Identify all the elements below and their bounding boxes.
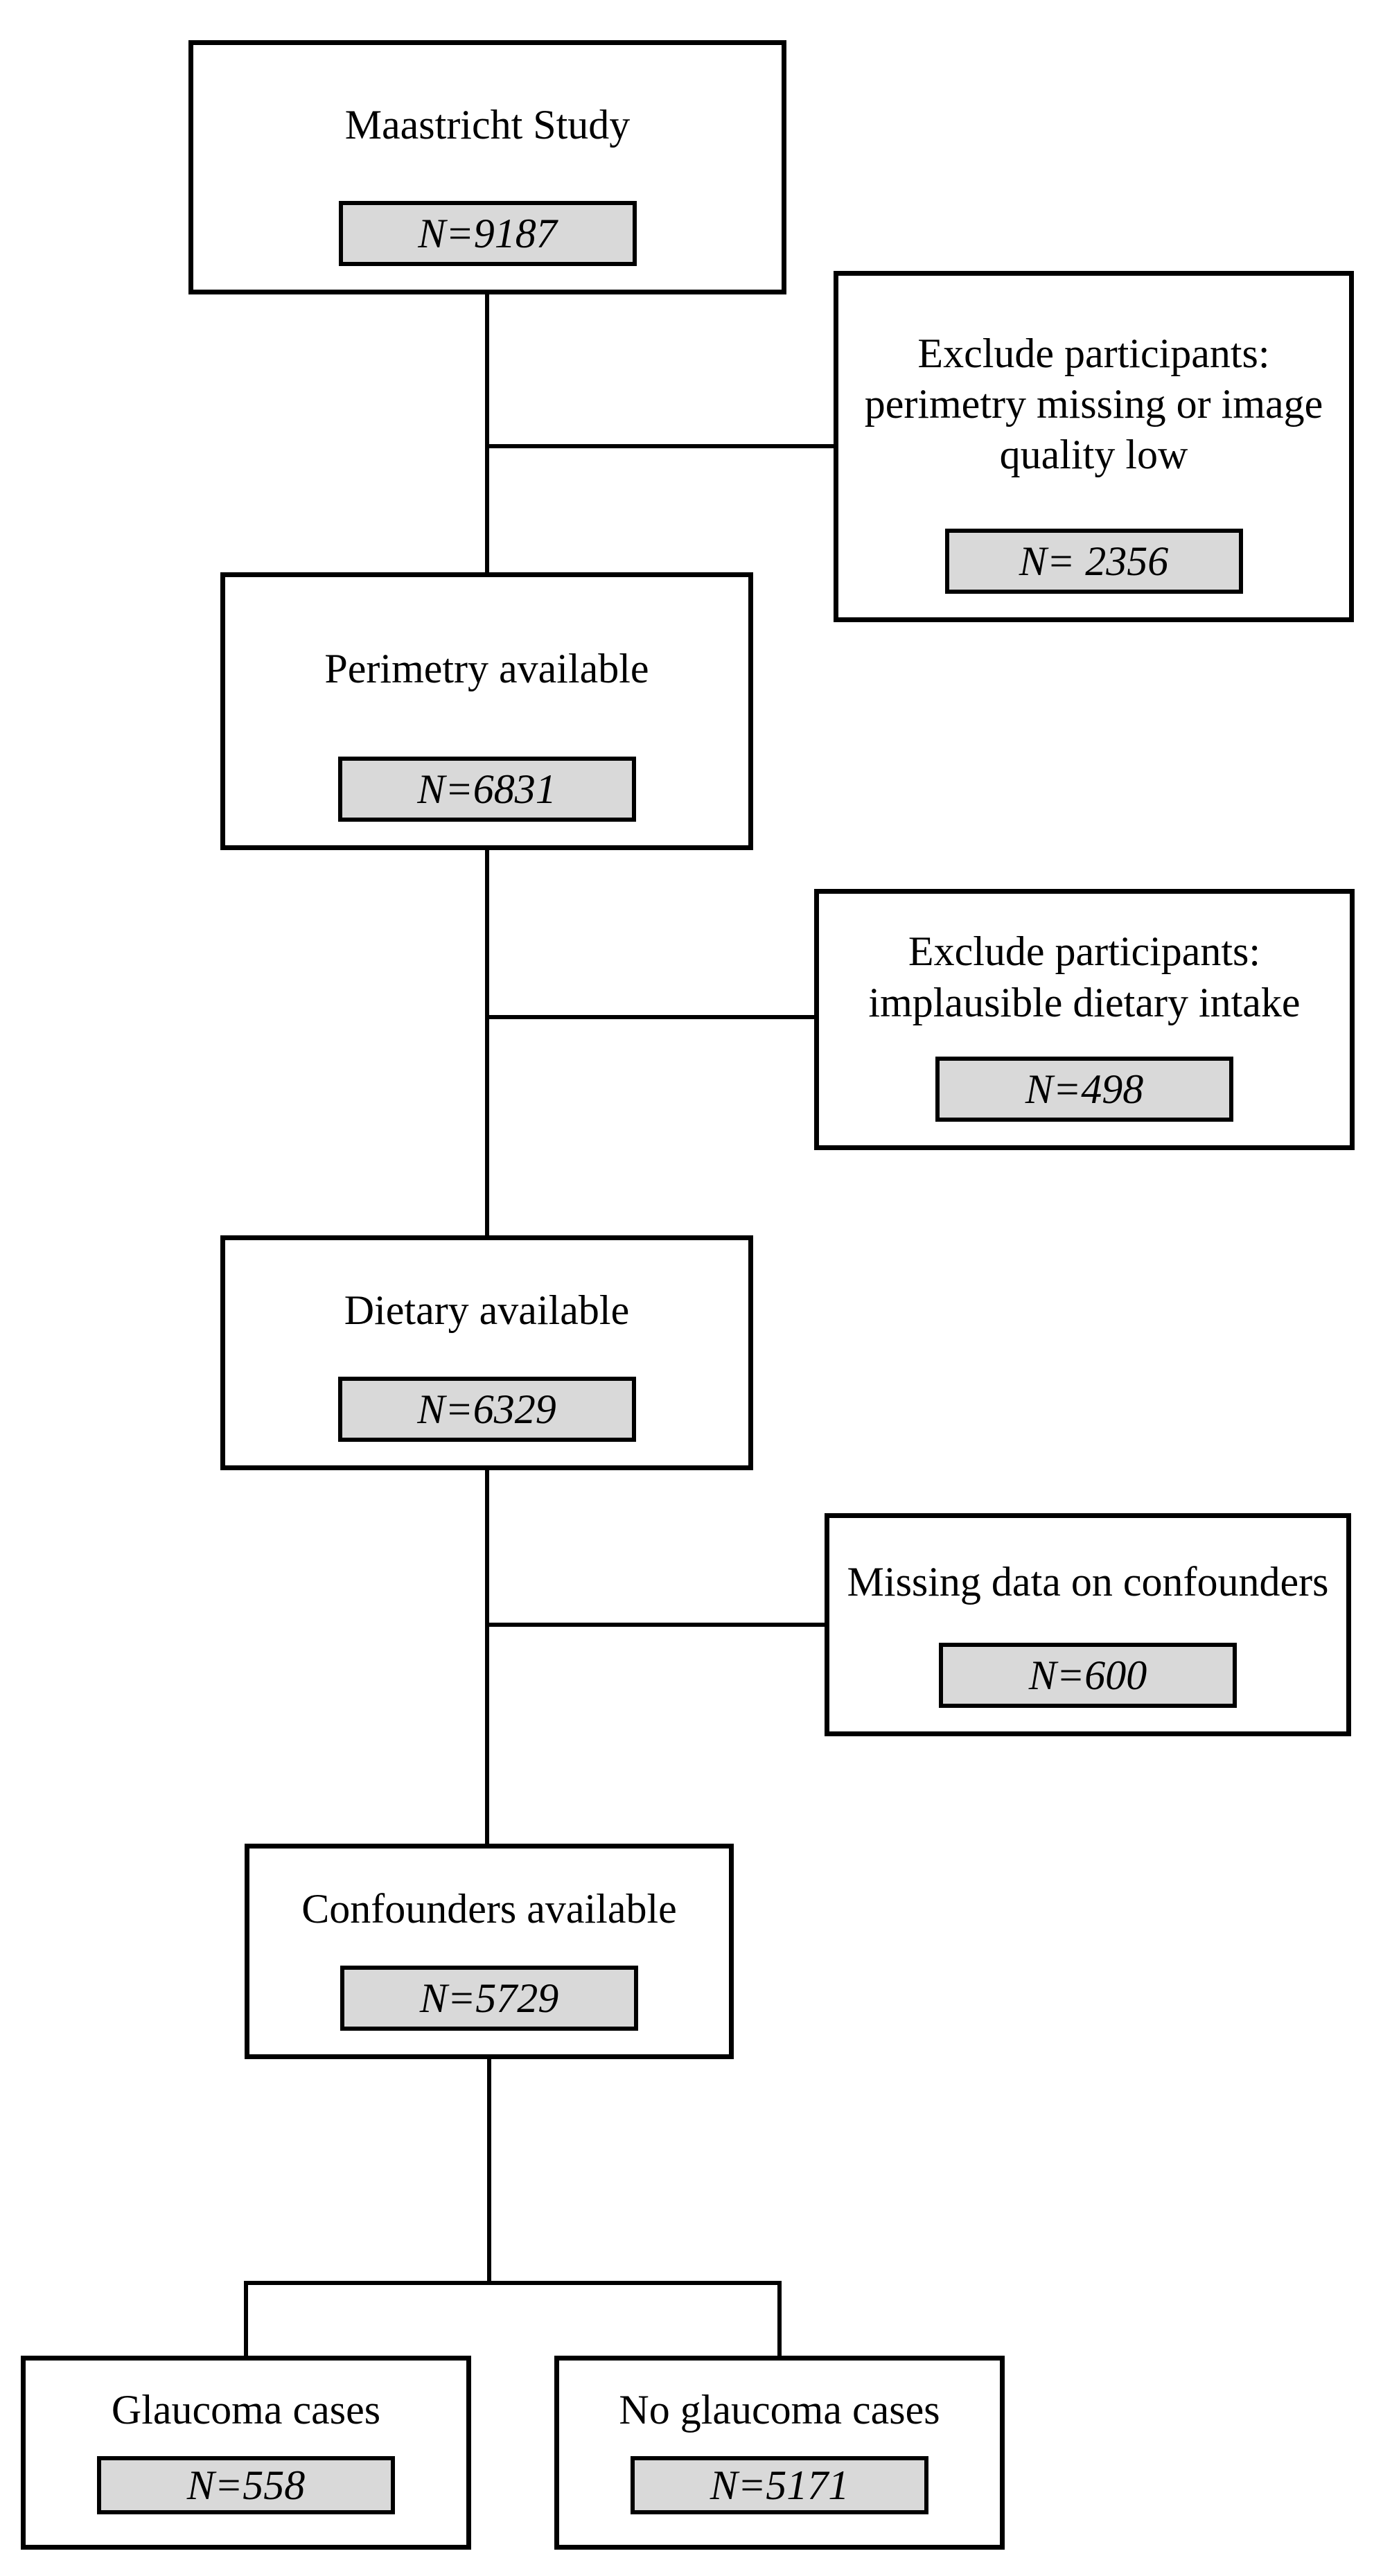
participant-count-badge: N=6831 (337, 757, 636, 822)
node-title: Missing data on confounders (847, 1559, 1329, 1605)
participant-count-badge: N= 2356 (944, 529, 1243, 594)
node-exclude-perimetry: Exclude participants: perimetry missing … (834, 271, 1354, 622)
node-confounders-available: Confounders available N=5729 (245, 1844, 734, 2059)
node-title: Glaucoma cases (111, 2387, 381, 2433)
node-perimetry-available: Perimetry available N=6831 (220, 572, 753, 850)
node-exclude-dietary: Exclude participants: implausible dietar… (814, 889, 1355, 1150)
node-title: Confounders available (301, 1885, 677, 1932)
node-title: Perimetry available (324, 645, 649, 691)
connector-split-bar (244, 2281, 782, 2285)
participant-count-badge: N=5729 (340, 1966, 638, 2031)
connector-branch-missing-confounders (485, 1623, 826, 1627)
node-dietary-available: Dietary available N=6329 (220, 1235, 753, 1470)
node-title: Maastricht Study (344, 101, 631, 148)
connector-branch-exclude-perimetry (485, 444, 835, 448)
connector-branch-exclude-dietary (485, 1015, 816, 1019)
connector-stub-no-glaucoma (777, 2281, 782, 2358)
node-title: No glaucoma cases (619, 2387, 940, 2433)
participant-count-badge: N=498 (935, 1057, 1233, 1122)
participant-count-badge: N=558 (97, 2456, 395, 2514)
node-no-glaucoma-cases: No glaucoma cases N=5171 (554, 2356, 1005, 2550)
participant-count-badge: N=9187 (338, 201, 637, 266)
connector-dietary-to-confounders (485, 1467, 489, 1846)
connector-confounders-to-split (487, 2056, 491, 2285)
connector-perimetry-to-dietary (485, 847, 489, 1238)
connector-stub-glaucoma (244, 2281, 248, 2358)
node-glaucoma-cases: Glaucoma cases N=558 (21, 2356, 471, 2550)
node-maastricht-study: Maastricht Study N=9187 (188, 40, 786, 294)
node-title: Exclude participants: perimetry missing … (864, 330, 1323, 478)
node-title: Exclude participants: implausible dietar… (868, 928, 1301, 1025)
participant-count-badge: N=6329 (337, 1377, 636, 1442)
participant-count-badge: N=5171 (631, 2456, 928, 2514)
node-missing-confounders: Missing data on confounders N=600 (825, 1513, 1351, 1736)
node-title: Dietary available (344, 1287, 630, 1333)
participant-count-badge: N=600 (939, 1643, 1237, 1708)
connector-maastricht-to-perimetry (485, 291, 489, 575)
